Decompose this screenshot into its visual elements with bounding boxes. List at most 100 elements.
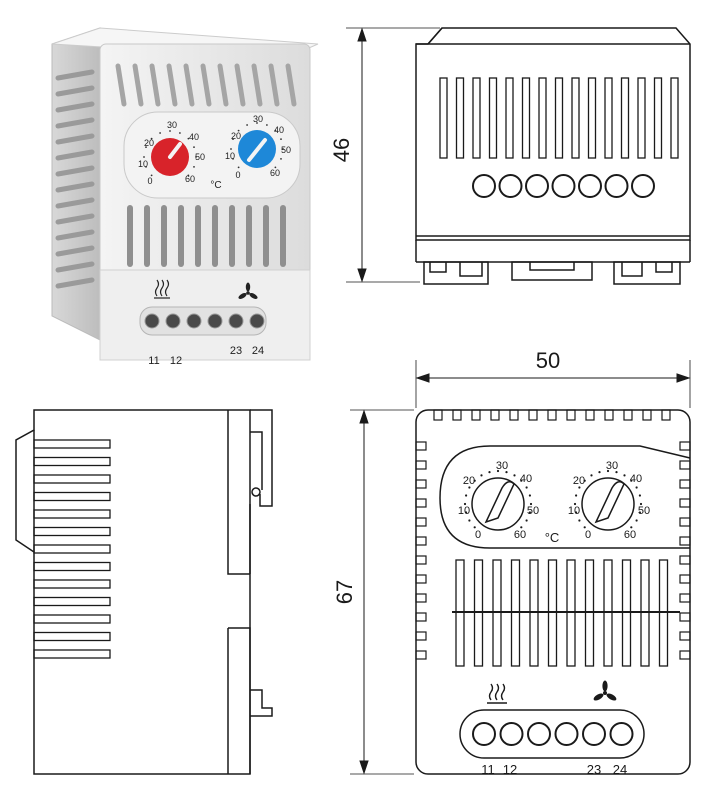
dial-dot — [520, 479, 523, 482]
dial-dot — [630, 526, 633, 529]
dial-dot — [623, 474, 626, 477]
dial-dot — [606, 469, 610, 473]
front-side-tooth — [679, 555, 691, 565]
front-top-tooth — [547, 409, 557, 421]
photo-scale-20-right: 20 — [231, 131, 241, 141]
front-side-tooth — [415, 574, 427, 584]
heating-knob — [151, 138, 189, 176]
scale-dot — [274, 129, 277, 132]
front-view-drawing — [415, 409, 691, 775]
front-top-tooth — [585, 409, 595, 421]
front-scale-60-left: 60 — [514, 529, 526, 541]
side-view-slot — [33, 631, 111, 642]
photo-scale-20-left: 20 — [144, 138, 154, 148]
front-terminal-12: 12 — [503, 762, 517, 777]
front-top-tooth — [471, 409, 481, 421]
terminal-hole — [165, 313, 181, 329]
height-dimension — [346, 27, 440, 283]
top-vent — [251, 63, 263, 107]
side-vent — [55, 149, 95, 161]
photo-heater-icon — [154, 279, 170, 299]
dial-dot — [598, 471, 601, 474]
front-scale-20-left: 20 — [463, 475, 475, 487]
front-side-tooth — [679, 631, 691, 641]
side-view-slot — [33, 491, 111, 502]
front-top-tooth — [528, 409, 538, 421]
depth-dimension — [350, 409, 414, 775]
side-view-slot — [33, 561, 111, 572]
depth-dimension-label: 67 — [332, 580, 357, 604]
front-top-tooth — [661, 409, 671, 421]
top-view-slot — [521, 77, 531, 159]
side-view-slot — [33, 649, 111, 659]
dial-dot — [513, 474, 516, 477]
front-terminal-24: 24 — [613, 762, 627, 777]
photo-terminal-11: 11 — [148, 355, 159, 367]
dial-dot — [465, 511, 468, 514]
top-view-slot — [554, 77, 564, 159]
dial-dot — [529, 502, 533, 506]
scale-dot — [193, 146, 195, 149]
front-fan-icon — [593, 680, 617, 701]
height-dimension-label: 46 — [329, 138, 354, 162]
photo-scale-0-right: 0 — [235, 170, 240, 180]
scale-dot — [145, 146, 147, 149]
terminal-hole — [228, 313, 244, 329]
front-side-tooth — [679, 441, 691, 451]
terminal-hole — [144, 313, 160, 329]
front-side-tooth — [415, 441, 427, 451]
side-vent — [55, 85, 95, 97]
front-top-tooth — [566, 409, 576, 421]
front-side-tooth — [415, 612, 427, 622]
front-top-tooth — [604, 409, 614, 421]
side-vent — [55, 181, 95, 193]
front-scale-50-left: 50 — [527, 505, 539, 517]
scale-dot — [274, 166, 277, 169]
side-vent — [55, 261, 95, 273]
photo-scale-0-left: 0 — [147, 176, 152, 186]
dial-dot — [463, 502, 467, 506]
dial-dot — [583, 479, 586, 482]
scale-dot — [266, 124, 268, 126]
front-unit-label: °C — [545, 530, 560, 545]
front-side-tooth — [415, 536, 427, 546]
front-heater-icon — [487, 683, 507, 704]
front-scale-0-left: 0 — [475, 529, 481, 541]
front-side-tooth — [415, 460, 427, 470]
side-vent — [55, 117, 95, 129]
scale-dot — [150, 137, 153, 140]
dial-dot — [528, 511, 532, 514]
photo-scale-10-right: 10 — [225, 151, 235, 161]
front-scale-30-left: 30 — [496, 460, 508, 472]
top-vent — [166, 63, 178, 107]
scale-dot — [282, 148, 284, 150]
dial-dot — [578, 519, 581, 522]
front-top-tooth — [433, 409, 443, 421]
front-side-tooth — [679, 593, 691, 603]
side-view-slot — [33, 509, 111, 519]
front-top-tooth — [509, 409, 519, 421]
top-vent — [149, 63, 161, 107]
front-side-tooth — [679, 498, 691, 508]
side-vent — [55, 245, 95, 257]
front-side-tooth — [415, 479, 427, 489]
top-vent — [115, 63, 127, 107]
front-top-tooth — [623, 409, 633, 421]
dial-dot — [480, 474, 483, 477]
top-view-slot — [637, 77, 646, 159]
dial-dot — [473, 526, 476, 529]
top-view-slot — [472, 77, 481, 159]
top-view-slot — [604, 77, 613, 159]
photo-terminal-23: 23 — [230, 345, 242, 357]
side-view-slot — [33, 439, 111, 449]
scale-dot — [280, 138, 282, 141]
top-vent — [217, 63, 229, 107]
photo-scale-40-right: 40 — [274, 125, 284, 135]
dial-dot — [505, 471, 508, 474]
photo-fan-icon — [238, 282, 258, 299]
top-view-slot — [455, 77, 465, 159]
side-view-slot — [33, 526, 111, 537]
front-terminal-23: 23 — [587, 762, 601, 777]
front-side-tooth — [679, 612, 691, 622]
front-scale-10-right: 10 — [568, 505, 580, 517]
